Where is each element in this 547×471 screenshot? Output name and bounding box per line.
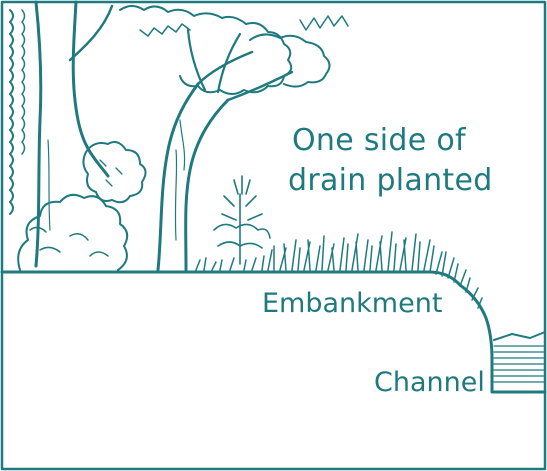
tree-trunk-left — [36, 2, 108, 266]
label-planted-line1: One side of — [292, 121, 493, 161]
label-planted-line2: drain planted — [288, 161, 493, 201]
label-one-side-planted: One side of drain planted — [292, 121, 493, 201]
tree-canopy — [120, 6, 291, 94]
tree-trunk-main — [158, 84, 228, 270]
water-illustration — [494, 332, 545, 382]
label-embankment: Embankment — [262, 290, 442, 317]
label-channel: Channel — [374, 369, 485, 396]
shrub-illustration — [18, 142, 270, 270]
